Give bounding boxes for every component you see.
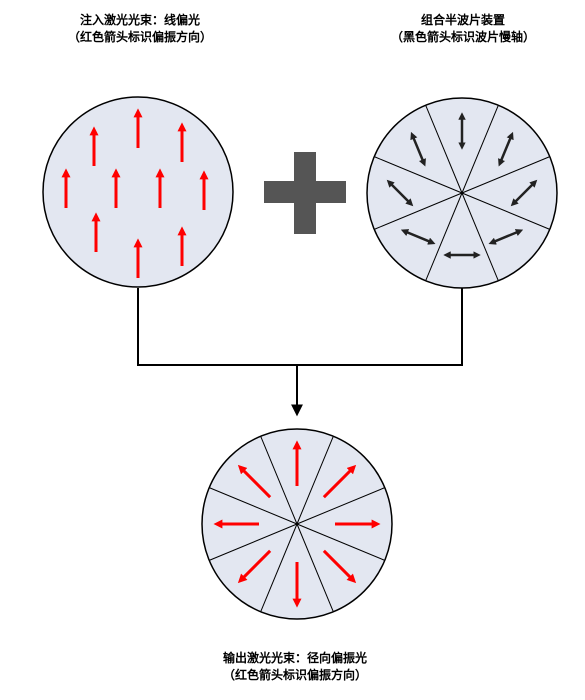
output-beam-disk xyxy=(201,428,393,620)
output-beam-subtitle: （红色箭头标识偏振方向） xyxy=(222,668,367,682)
segment-divider xyxy=(260,523,298,612)
input-beam-disk xyxy=(42,96,234,288)
segment-divider xyxy=(374,192,463,230)
slow-axis-arrow xyxy=(410,131,426,167)
plus-vertical-bar xyxy=(294,152,316,234)
segment-divider xyxy=(425,105,463,194)
input-beam-caption: 注入激光光束：线偏光 （红色箭头标识偏振方向） xyxy=(50,12,230,46)
segment-divider xyxy=(425,192,463,281)
connector xyxy=(137,288,463,417)
segment-divider xyxy=(260,436,298,525)
radial-polarization-arrow xyxy=(237,549,272,584)
input-beam-title: 注入激光光束：线偏光 xyxy=(79,13,200,27)
slow-axis-arrow xyxy=(386,179,414,207)
segment-divider xyxy=(296,523,334,612)
radial-polarization-arrow xyxy=(322,464,357,499)
radial-polarization-arrow xyxy=(237,464,272,499)
input-disk-circle xyxy=(42,96,234,288)
segment-divider xyxy=(461,192,499,281)
segment-divider xyxy=(461,192,550,230)
waveplate-disk xyxy=(366,97,558,289)
slow-axis-arrow xyxy=(498,131,514,167)
segment-divider xyxy=(296,436,334,525)
segment-divider xyxy=(296,523,385,561)
input-beam-subtitle: （红色箭头标识偏振方向） xyxy=(67,30,212,44)
waveplate-subtitle: （黑色箭头标识波片慢轴） xyxy=(390,30,535,44)
segment-divider xyxy=(461,156,550,194)
segment-divider xyxy=(209,523,298,561)
segment-divider xyxy=(296,487,385,525)
slow-axis-arrow xyxy=(400,229,436,245)
waveplate-title: 组合半波片装置 xyxy=(420,13,505,27)
segment-divider xyxy=(461,105,499,194)
segment-divider xyxy=(374,156,463,194)
slow-axis-arrow xyxy=(488,229,524,245)
plus-sign xyxy=(264,152,346,234)
output-beam-caption: 输出激光光束：径向偏振光 （红色箭头标识偏振方向） xyxy=(195,650,395,684)
slow-axis-arrow xyxy=(510,179,538,207)
output-beam-title: 输出激光光束：径向偏振光 xyxy=(222,651,367,665)
segment-divider xyxy=(209,487,298,525)
waveplate-caption: 组合半波片装置 （黑色箭头标识波片慢轴） xyxy=(368,12,558,46)
radial-polarization-arrow xyxy=(322,549,357,584)
